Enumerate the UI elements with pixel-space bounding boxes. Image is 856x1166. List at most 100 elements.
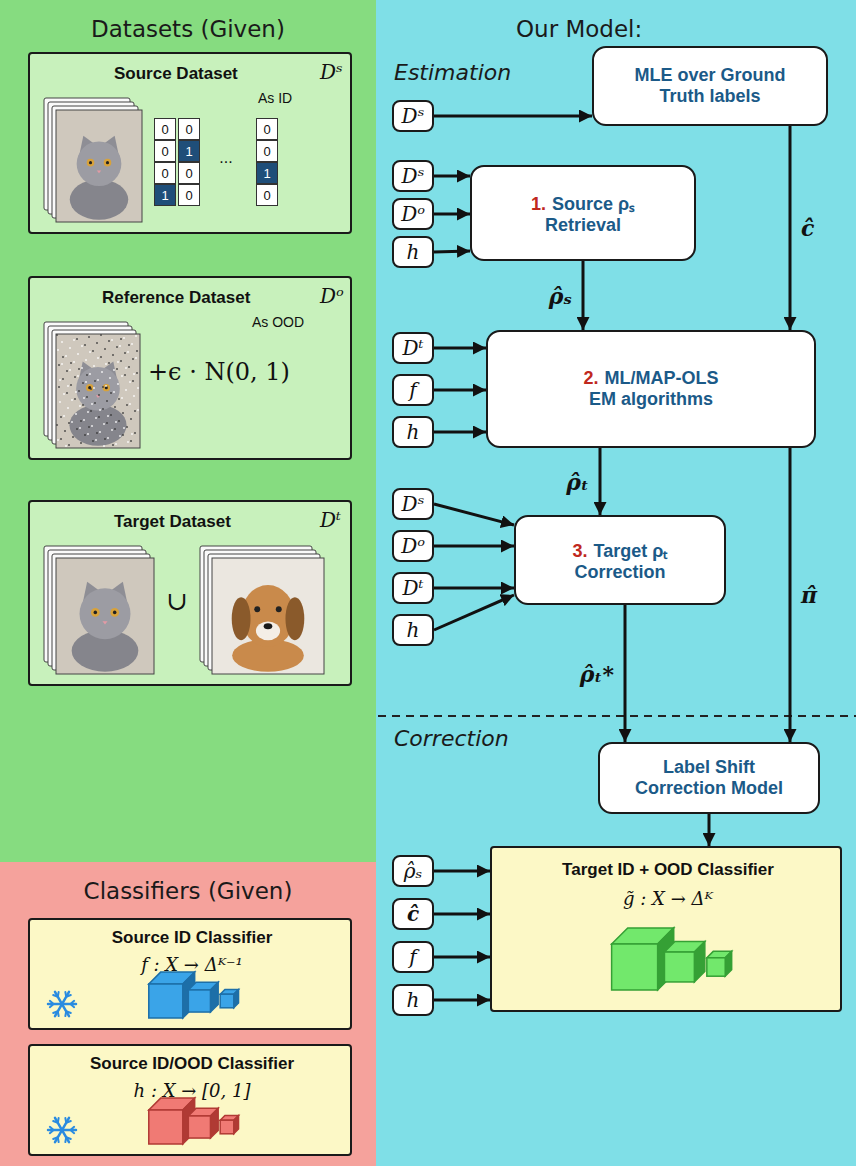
- noise-speck: [67, 385, 69, 387]
- classifier-box: Source ID/OOD Classifierh : X → [0, 1]: [28, 1044, 352, 1156]
- box-text: ∪: [166, 586, 188, 616]
- dog-muzzle: [256, 621, 280, 640]
- box-text: ρ̂ₛ: [404, 859, 423, 883]
- noise-speck: [69, 369, 71, 371]
- noise-speck: [78, 368, 80, 370]
- text-wrap: 2.ML/MAP-OLS EM algorithms: [576, 368, 726, 410]
- noise-speck: [137, 387, 139, 389]
- connector-arrow: [434, 999, 490, 1002]
- noise-speck: [89, 351, 91, 353]
- snowflake-branch: [50, 1001, 54, 1004]
- input-box: Dˢ: [392, 488, 434, 520]
- box-text: Target ρₜ Correction: [574, 541, 667, 582]
- text-wrap: 3.Target ρₜ Correction: [545, 538, 695, 583]
- noise-speck: [62, 356, 64, 358]
- noise-speck: [133, 373, 135, 375]
- connector-arrow: [789, 126, 792, 330]
- snowflake-arm: [48, 1129, 62, 1132]
- snowflake-arm: [62, 992, 69, 1004]
- noise-speck: [65, 355, 67, 357]
- text-wrap: Dˢ: [402, 164, 425, 188]
- noise-speck: [80, 420, 82, 422]
- box-text: Source ρₛ Retrieval: [545, 194, 635, 235]
- input-box: Dᵒ: [392, 198, 434, 230]
- noise-speck: [99, 431, 101, 433]
- noise-speck: [73, 339, 75, 341]
- noise-speck: [111, 429, 113, 431]
- noise-speck: [106, 400, 108, 402]
- connector-arrow: [434, 595, 514, 630]
- noise-speck: [68, 422, 70, 424]
- box-text: Dˢ: [402, 492, 425, 516]
- box-text: h: [407, 988, 420, 1012]
- noise-speck: [108, 362, 110, 364]
- box-text: As OOD: [252, 314, 304, 330]
- noise-speck: [115, 443, 117, 445]
- box-text: ML/MAP-OLS EM algorithms: [589, 368, 719, 409]
- noise-speck: [94, 402, 96, 404]
- noise-speck: [135, 335, 137, 337]
- noise-speck: [58, 364, 60, 366]
- cat-head: [77, 141, 122, 186]
- snowflake-branch: [66, 995, 71, 997]
- process-box: 2.ML/MAP-OLS EM algorithms: [486, 330, 816, 448]
- box-text: Dᵒ: [401, 202, 425, 226]
- noise-speck: [71, 399, 73, 401]
- box-title: Source ID/OOD Classifier: [30, 1054, 354, 1074]
- cube-front: [664, 952, 694, 982]
- snowflake-branch: [53, 1137, 58, 1139]
- input-box: Dˢ: [392, 160, 434, 192]
- box-text: Dᵗ: [403, 336, 424, 360]
- noise-speck: [133, 395, 135, 397]
- noise-speck: [104, 438, 106, 440]
- connector-arrow: [789, 448, 792, 742]
- noise-speck: [128, 344, 130, 346]
- connector-arrow: [434, 431, 486, 434]
- dataset-box: Source DatasetDˢAs ID00010100...0010: [28, 52, 352, 234]
- noise-speck: [88, 336, 90, 338]
- noise-speck: [77, 375, 79, 377]
- snowflake-branch: [57, 992, 60, 997]
- photo-background: [56, 334, 140, 448]
- snowflake-branch: [57, 1118, 60, 1123]
- text-wrap: f: [409, 378, 416, 402]
- input-box: Dˢ: [392, 100, 434, 132]
- cube-front: [220, 994, 234, 1008]
- noise-speck: [70, 384, 72, 386]
- noise-speck: [84, 434, 86, 436]
- box-text: f : X → Δᴷ⁻¹: [30, 954, 354, 975]
- snowflake-branch: [53, 1011, 58, 1013]
- noise-speck: [93, 365, 95, 367]
- noise-speck: [103, 423, 105, 425]
- box-title: Source Dataset: [114, 64, 238, 84]
- snowflake-arm: [62, 1129, 76, 1132]
- panel: Source ID Classifierf : X → Δᴷ⁻¹Source I…: [0, 862, 376, 1166]
- noise-speck: [115, 421, 117, 423]
- section-label: Correction: [394, 726, 509, 751]
- text-wrap: h: [407, 618, 420, 642]
- text-wrap: Dᵗ: [403, 576, 424, 600]
- input-box: Dᵒ: [392, 530, 434, 562]
- text-wrap: Dᵒ: [401, 202, 425, 226]
- connector-arrow: [434, 913, 490, 916]
- one-hot-cell: 0: [154, 162, 176, 184]
- input-box: Dᵗ: [392, 332, 434, 364]
- noise-speck: [66, 392, 68, 394]
- cat-pupil: [113, 611, 117, 615]
- divider-line: [378, 715, 856, 717]
- cat-pupil: [89, 161, 92, 164]
- noise-speck: [90, 388, 92, 390]
- snowflake-arm: [62, 1118, 69, 1130]
- noise-speck: [87, 433, 89, 435]
- noise-speck: [97, 379, 99, 381]
- noise-speck: [60, 438, 62, 440]
- edge-label: ρ̂ₜ*: [577, 661, 617, 687]
- connector-arrow: [582, 261, 585, 330]
- noise-speck: [122, 434, 124, 436]
- noise-speck: [69, 347, 71, 349]
- one-hot-cell: 0: [256, 184, 278, 206]
- box-text: Dᵗ: [320, 508, 341, 532]
- text-wrap: f: [409, 945, 416, 969]
- cat-body: [69, 405, 126, 446]
